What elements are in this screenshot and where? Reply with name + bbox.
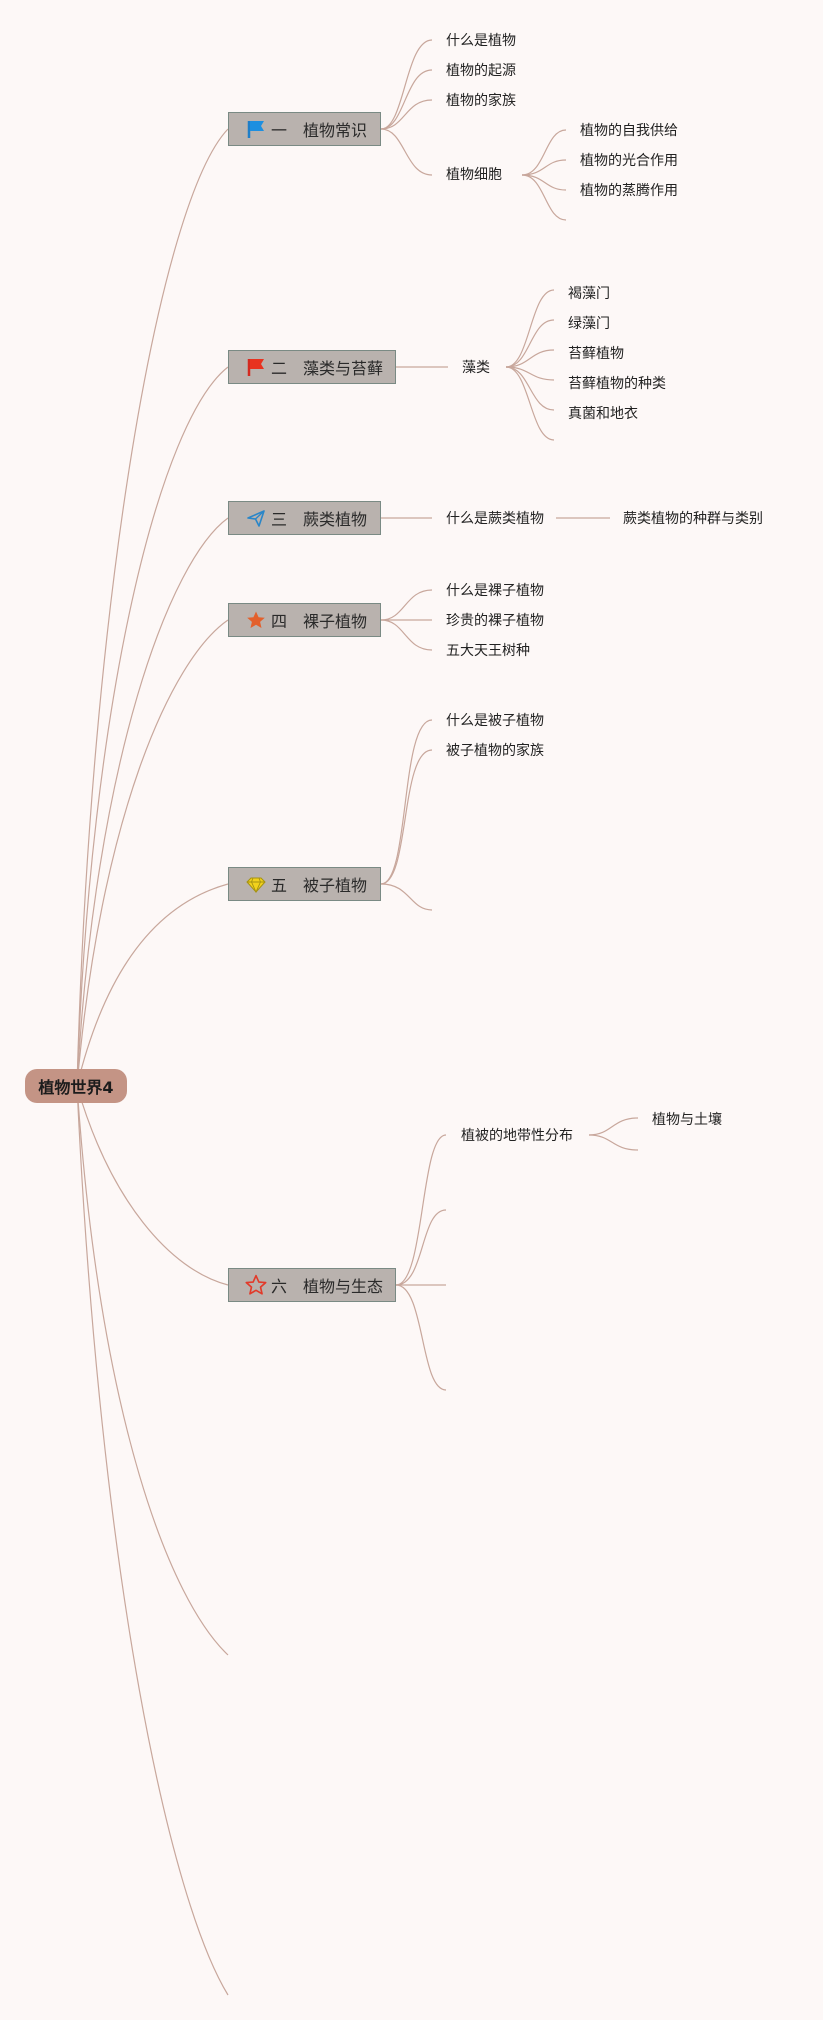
leaf-node[interactable]: 植物的蒸腾作用 [580, 183, 678, 199]
connector-b1g3 [521, 174, 567, 191]
leaf-node[interactable]: 植物的光合作用 [580, 153, 678, 169]
connector-root-branch4 [76, 619, 229, 1087]
leaf-node[interactable]: 被子植物的家族 [446, 743, 544, 759]
leaf-node[interactable]: 植物的家族 [446, 93, 516, 109]
connector-root-empty-2 [76, 1085, 229, 1996]
connector-b5-c3 [380, 883, 433, 911]
leaf-node[interactable]: 藻类 [462, 360, 490, 376]
connector-b2g1 [505, 289, 555, 368]
leaf-node[interactable]: 植物细胞 [446, 167, 502, 183]
orange-star-icon [245, 609, 267, 631]
connector-root-branch6 [76, 1085, 229, 1286]
branch-number: 二 [271, 359, 288, 378]
branch-node-3[interactable]: 三 蕨类植物 [228, 501, 381, 535]
branch-number: 六 [271, 1277, 288, 1296]
branch-title: 藻类与苔藓 [303, 359, 384, 378]
branch-node-5[interactable]: 五 被子植物 [228, 867, 381, 901]
connector-root-branch5 [76, 883, 229, 1087]
branch-title: 被子植物 [303, 876, 368, 895]
leaf-node[interactable]: 苔藓植物 [568, 346, 624, 362]
leaf-node[interactable]: 苔藓植物的种类 [568, 376, 666, 392]
connector-b2g6 [505, 366, 555, 441]
connector-b4-c1 [380, 589, 433, 621]
connector-root-branch2 [76, 366, 229, 1087]
connector-b2g5 [505, 366, 555, 411]
blue-flag-icon [245, 118, 267, 140]
leaf-node[interactable]: 什么是被子植物 [446, 713, 544, 729]
branch-number: 一 [271, 121, 288, 140]
connector-b1g4 [521, 174, 567, 221]
branch-node-4[interactable]: 四 裸子植物 [228, 603, 381, 637]
branch-title: 裸子植物 [303, 612, 368, 631]
connector-b5-c2 [380, 749, 433, 885]
yellow-diamond-icon [245, 873, 267, 895]
branch-title: 植物常识 [303, 121, 368, 140]
connector-b1-c3 [380, 99, 433, 130]
connector-b1-c4 [380, 128, 433, 176]
branch-node-1[interactable]: 一 植物常识 [228, 112, 381, 146]
connector-b4-c3 [380, 619, 433, 651]
connector-b6g1 [588, 1117, 639, 1136]
connector-b1g1 [521, 129, 567, 176]
connector-b1-c2 [380, 69, 433, 130]
leaf-node[interactable]: 五大天王树种 [446, 643, 530, 659]
connector-root-empty-1 [76, 1085, 229, 1656]
leaf-node[interactable]: 褐藻门 [568, 286, 610, 302]
leaf-node[interactable]: 什么是植物 [446, 33, 516, 49]
connector-b1-c1 [380, 39, 433, 130]
connector-b5-c1 [380, 719, 433, 885]
connector-b2g2 [505, 319, 555, 368]
leaf-node[interactable]: 植物的自我供给 [580, 123, 678, 139]
connector-root-branch3 [76, 517, 229, 1087]
leaf-node[interactable]: 绿藻门 [568, 316, 610, 332]
connector-b6-c4 [395, 1284, 447, 1391]
leaf-node[interactable]: 什么是裸子植物 [446, 583, 544, 599]
red-flag-icon [245, 356, 267, 378]
connector-b1g2 [521, 159, 567, 176]
branch-title: 蕨类植物 [303, 510, 368, 529]
branch-node-6[interactable]: 六 植物与生态 [228, 1268, 396, 1302]
leaf-node[interactable]: 珍贵的裸子植物 [446, 613, 544, 629]
leaf-node[interactable]: 植物的起源 [446, 63, 516, 79]
connector-b2g3 [505, 349, 555, 368]
branch-number: 五 [271, 876, 288, 895]
leaf-node[interactable]: 什么是蕨类植物 [446, 511, 544, 527]
leaf-node[interactable]: 蕨类植物的种群与类别 [623, 511, 763, 527]
connector-b6g2 [588, 1134, 639, 1151]
paper-plane-icon [245, 507, 267, 529]
red-star-outline-icon [245, 1274, 267, 1296]
branch-title: 植物与生态 [303, 1277, 384, 1296]
leaf-node[interactable]: 真菌和地衣 [568, 406, 638, 422]
branch-number: 三 [271, 510, 288, 529]
branch-node-2[interactable]: 二 藻类与苔藓 [228, 350, 396, 384]
branch-number: 四 [271, 612, 288, 631]
connector-b6-c2 [395, 1209, 447, 1286]
root-node[interactable]: 植物世界4 [25, 1069, 127, 1103]
leaf-node[interactable]: 植物与土壤 [652, 1112, 722, 1128]
leaf-node[interactable]: 植被的地带性分布 [461, 1128, 573, 1144]
connector-b6-c1 [395, 1134, 447, 1286]
connector-root-branch1 [76, 128, 229, 1087]
